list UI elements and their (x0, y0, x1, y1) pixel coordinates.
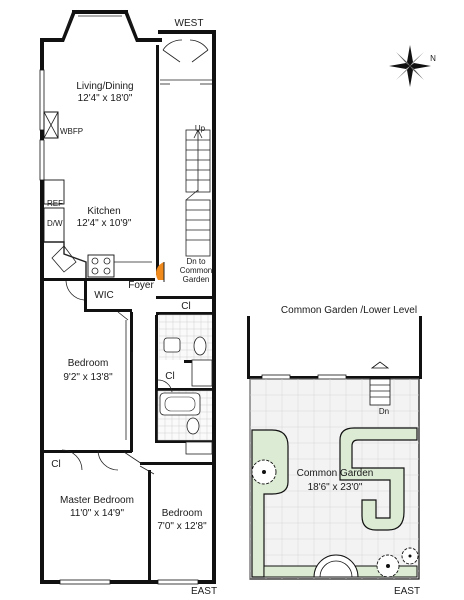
garden-name: Common Garden (297, 468, 374, 479)
main-apartment: WEST EAST N Living/Dining 12'4" x 18'0" … (39, 10, 436, 597)
kitchen-dims: 12'4" x 10'9" (77, 218, 132, 229)
bedroom2-dims: 7'0" x 12'8" (157, 521, 207, 532)
west-entry-door (160, 39, 212, 85)
kitchen-fixtures (43, 179, 152, 278)
garden-dims: 18'6" x 23'0" (308, 482, 363, 493)
compass-rose (389, 45, 431, 87)
garden-title: Common Garden /Lower Level (281, 305, 417, 316)
stair-down-label-1: Dn to (186, 257, 206, 266)
interior-doors (61, 280, 173, 475)
wbfp-label: WBFP (60, 127, 83, 136)
garden-trees (251, 459, 419, 578)
closet-label-left: Cl (51, 459, 60, 470)
stair-down-label-2: Common (180, 266, 212, 275)
fireplace (43, 111, 59, 139)
interior-walls (40, 45, 216, 582)
entry-marker (155, 262, 165, 282)
bedroom-dims: 9'2" x 13'8" (63, 372, 113, 383)
exterior-walls (39, 30, 216, 584)
garden-stair (369, 361, 391, 406)
east-label-garden: EAST (394, 586, 420, 597)
east-windows (59, 579, 199, 585)
stair-down-label-3: Garden (183, 275, 210, 284)
west-label-main: WEST (175, 18, 204, 29)
stair-down (185, 189, 211, 257)
stair-up (185, 129, 211, 193)
living-dining-name: Living/Dining (76, 81, 133, 92)
east-label-main: EAST (191, 586, 217, 597)
kitchen-name: Kitchen (87, 206, 120, 217)
dw-label: D/W (47, 219, 63, 228)
stair-up-label: Up (195, 124, 206, 133)
bay-window (42, 10, 162, 42)
ref-label: REF (47, 199, 63, 208)
master-bedroom-dims: 11'0" x 14'9" (70, 508, 125, 519)
bathroom-upper (158, 314, 213, 387)
bathroom-lower (157, 390, 213, 455)
closet-label-mid: Cl (165, 371, 174, 382)
common-garden-plan: Common Garden /Lower Level Dn (247, 305, 422, 597)
compass-north-label: N (430, 54, 436, 63)
master-bedroom-name: Master Bedroom (60, 495, 134, 506)
foyer-label: Foyer (128, 280, 154, 291)
wic-label: WIC (94, 290, 113, 301)
garden-dn-label: Dn (379, 407, 389, 416)
bedroom2-name: Bedroom (162, 508, 203, 519)
bedroom-name: Bedroom (68, 358, 109, 369)
closet-label-top: Cl (181, 301, 190, 312)
living-dining-dims: 12'4" x 18'0" (78, 93, 133, 104)
